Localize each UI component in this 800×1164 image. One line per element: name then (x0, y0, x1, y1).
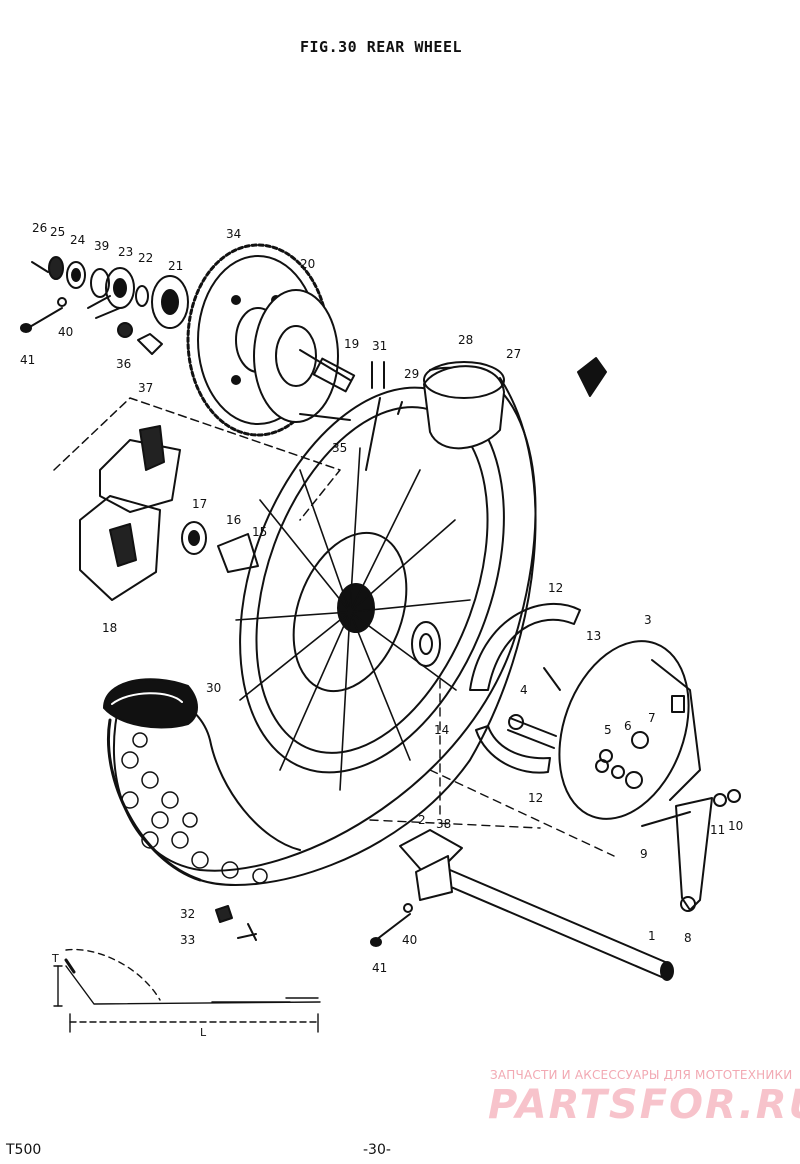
dimension-l-label: L (200, 1026, 207, 1039)
callout-41-top: 41 (20, 353, 35, 367)
figure-title: FIG.30 REAR WHEEL (300, 38, 463, 56)
tire-tread (121, 732, 268, 884)
callout-40-bottom: 40 (402, 933, 417, 947)
callout-10: 10 (728, 819, 743, 833)
dimension-t-label: T (51, 952, 59, 965)
valve-parts (215, 905, 257, 941)
callout-14: 14 (434, 723, 449, 737)
spoke-dimension-diagram (53, 948, 321, 1033)
sprocket-drum (253, 289, 356, 423)
callout-37: 37 (138, 381, 153, 395)
rear-axle (399, 829, 674, 981)
callout-23: 23 (118, 245, 133, 259)
callout-5: 5 (604, 723, 612, 737)
callout-15: 15 (252, 525, 267, 539)
brake-cam-lever (675, 797, 713, 912)
brake-panel (558, 640, 701, 820)
model-label: T500 (6, 1142, 42, 1158)
callout-38: 38 (436, 817, 451, 831)
direction-arrow-icon (577, 357, 607, 397)
callout-31: 31 (372, 339, 387, 353)
assembly-guide-lines (369, 679, 615, 857)
tire-tube-28 (423, 361, 505, 450)
callout-21: 21 (168, 259, 183, 273)
callout-29: 29 (404, 367, 419, 381)
callout-20: 20 (300, 257, 315, 271)
callout-6: 6 (624, 719, 632, 733)
callout-16: 16 (226, 513, 241, 527)
hub-spacer-14 (411, 621, 441, 667)
callout-32: 32 (180, 907, 195, 921)
callout-12-bottom: 12 (528, 791, 543, 805)
callout-1: 1 (648, 929, 656, 943)
nut-36-lockplate-37 (117, 322, 163, 355)
callout-39: 39 (94, 239, 109, 253)
bearing-spacer (181, 521, 259, 573)
bolt-41-bottom (370, 903, 413, 947)
callout-13: 13 (586, 629, 601, 643)
callout-41-bottom: 41 (372, 961, 387, 975)
spoke-nipples (365, 361, 403, 471)
callout-4: 4 (520, 683, 528, 697)
callout-11: 11 (710, 823, 725, 837)
callout-40-top: 40 (58, 325, 73, 339)
brake-shoes (469, 602, 581, 774)
cam-washers (595, 759, 643, 789)
callout-19: 19 (344, 337, 359, 351)
tire-tube-30 (103, 678, 198, 729)
watermark-tagline: ЗАПЧАСТИ И АКСЕССУАРЫ ДЛЯ МОТОТЕХНИКИ (490, 1068, 793, 1082)
callout-12-top: 12 (548, 581, 563, 595)
callouts: 26 25 24 39 23 22 21 34 20 40 41 36 37 1… (20, 221, 743, 1039)
lever-bolt-nut (641, 789, 741, 827)
callout-2: 2 (418, 813, 426, 827)
callout-26: 26 (32, 221, 47, 235)
watermark-logo: PARTSFOR.RU (488, 1082, 800, 1128)
page-number: -30- (363, 1142, 391, 1158)
brake-cam-4 (507, 714, 557, 749)
bolt-41-top (20, 297, 67, 333)
callout-8: 8 (684, 931, 692, 945)
callout-35: 35 (332, 441, 347, 455)
callout-24: 24 (70, 233, 85, 247)
callout-33: 33 (180, 933, 195, 947)
callout-18: 18 (102, 621, 117, 635)
callout-9: 9 (640, 847, 648, 861)
callout-22: 22 (138, 251, 153, 265)
callout-25: 25 (50, 225, 65, 239)
callout-30: 30 (206, 681, 221, 695)
callout-17: 17 (192, 497, 207, 511)
callout-36: 36 (116, 357, 131, 371)
callout-27: 27 (506, 347, 521, 361)
callout-7: 7 (648, 711, 656, 725)
damper-rubbers (79, 425, 181, 601)
axle-nut-stack (31, 256, 189, 329)
callout-34: 34 (226, 227, 241, 241)
damper-dashed-group (53, 397, 341, 521)
wheel-spokes (235, 447, 471, 791)
callout-3: 3 (644, 613, 652, 627)
rear-tire (107, 367, 537, 886)
callout-28: 28 (458, 333, 473, 347)
